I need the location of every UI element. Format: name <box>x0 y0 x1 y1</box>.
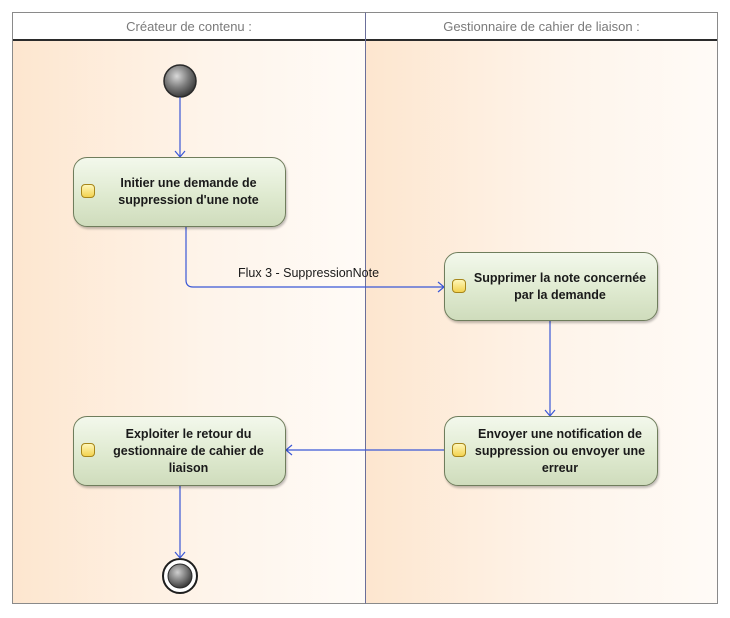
edge-start-to-initier[interactable] <box>174 97 186 158</box>
action-exploiter-retour[interactable]: Exploiter le retour du gestionnaire de c… <box>73 416 286 486</box>
initial-node[interactable] <box>163 64 197 98</box>
action-icon <box>81 443 95 457</box>
action-supprimer-note[interactable]: Supprimer la note concernée par la deman… <box>444 252 658 321</box>
action-initier-demande[interactable]: Initier une demande de suppression d'une… <box>73 157 286 227</box>
swimlane-header-createur: Créateur de contenu : <box>13 13 365 41</box>
action-icon <box>452 278 466 293</box>
action-icon <box>452 443 466 457</box>
flow-label-flux3: Flux 3 - SuppressionNote <box>238 266 380 280</box>
action-label: Exploiter le retour du gestionnaire de c… <box>113 426 264 475</box>
edge-flux3-initier-to-supprimer[interactable] <box>185 227 445 293</box>
action-label: Envoyer une notification de suppression … <box>474 426 646 475</box>
swimlane-createur: Créateur de contenu : <box>12 12 365 604</box>
action-label: Initier une demande de suppression d'une… <box>118 176 259 207</box>
swimlane-gestionnaire: Gestionnaire de cahier de liaison : <box>365 12 718 604</box>
edge-supprimer-to-envoyer[interactable] <box>544 321 556 417</box>
action-label: Supprimer la note concernée par la deman… <box>473 270 647 302</box>
action-envoyer-notification[interactable]: Envoyer une notification de suppression … <box>444 416 658 486</box>
action-icon <box>81 184 95 198</box>
edge-exploiter-to-final[interactable] <box>174 486 186 559</box>
swimlane-header-gestionnaire: Gestionnaire de cahier de liaison : <box>366 13 717 41</box>
edge-envoyer-to-exploiter[interactable] <box>285 444 444 456</box>
final-node[interactable] <box>162 558 198 594</box>
